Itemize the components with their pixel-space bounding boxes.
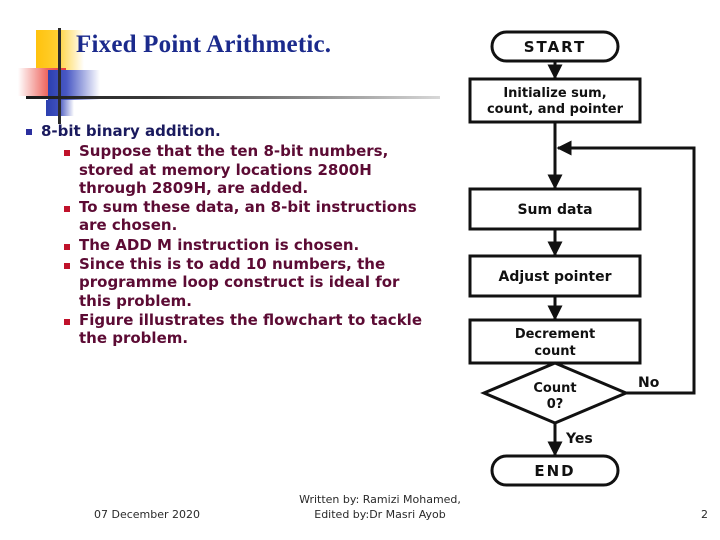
- bullet-text: To sum these data, an 8-bit instructions…: [79, 198, 417, 235]
- flowchart-node-end: [490, 454, 620, 487]
- bullet-text: The ADD M instruction is chosen.: [79, 235, 360, 254]
- list-item: Suppose that the ten 8-bit numbers, stor…: [64, 142, 446, 197]
- slide-footer: 07 December 2020 Written by: Ramizi Moha…: [0, 488, 720, 536]
- bullet-square-icon: [26, 129, 32, 135]
- flowchart-node-initialize: [468, 77, 642, 124]
- flowchart-loopback-edge: [556, 140, 696, 395]
- bullet-text: Since this is to add 10 numbers, the pro…: [79, 255, 400, 310]
- logo-vertical-line: [58, 28, 61, 124]
- flowchart-label-decrement-line2: count: [534, 344, 575, 359]
- bullet-square-icon: [64, 263, 70, 270]
- bullet-square-icon: [64, 243, 70, 250]
- flowchart-edge-label-yes: Yes: [565, 431, 593, 447]
- logo-blue-block: [48, 70, 100, 100]
- list-item: Figure illustrates the flowchart to tack…: [64, 311, 446, 348]
- footer-date: 07 December 2020: [94, 508, 201, 521]
- list-item: The ADD M instruction is chosen.: [64, 236, 446, 254]
- footer-credit-line2: Edited by:Dr Masri Ayob: [314, 507, 446, 521]
- bullet-square-icon: [64, 318, 70, 325]
- title-divider: [26, 96, 440, 99]
- flowchart-node-decrement-count: [468, 318, 642, 365]
- flowchart-figure: START Initialize sum, count, and pointer…: [446, 18, 720, 488]
- bullet-text: Suppose that the ten 8-bit numbers, stor…: [79, 142, 389, 197]
- flowchart-label-initialize-line2: count, and pointer: [487, 102, 624, 117]
- bullet-text: Figure illustrates the flowchart to tack…: [79, 310, 422, 348]
- bullet-square-icon: [64, 206, 70, 213]
- flowchart-label-start: START: [524, 38, 587, 56]
- footer-page-number: 2: [701, 508, 708, 521]
- flowchart-label-adjust-pointer: Adjust pointer: [498, 269, 611, 285]
- flowchart-node-adjust-pointer: [468, 254, 642, 298]
- slide-logo-mark: [18, 28, 104, 124]
- bullet-list: 8-bit binary addition. Suppose that the …: [26, 122, 446, 349]
- flowchart-label-initialize-line1: Initialize sum,: [503, 86, 606, 101]
- list-item: To sum these data, an 8-bit instructions…: [64, 198, 446, 235]
- list-item: 8-bit binary addition.: [26, 122, 446, 140]
- flowchart-edge-label-no: No: [638, 375, 660, 391]
- flowchart-label-end: END: [534, 462, 575, 480]
- flowchart-label-sum-data: Sum data: [517, 202, 592, 218]
- flowchart-label-decision-line2: 0?: [547, 397, 564, 412]
- footer-credit: Written by: Ramizi Mohamed, Edited by:Dr…: [250, 493, 510, 523]
- bullet-square-icon: [64, 150, 70, 157]
- flowchart-label-decision-line1: Count: [533, 381, 576, 396]
- flowchart-label-decrement-line1: Decrement: [515, 327, 595, 342]
- bullet-text: 8-bit binary addition.: [41, 122, 221, 140]
- list-item: Since this is to add 10 numbers, the pro…: [64, 255, 446, 310]
- page-title: Fixed Point Arithmetic.: [76, 31, 332, 58]
- footer-credit-line1: Written by: Ramizi Mohamed,: [299, 493, 461, 506]
